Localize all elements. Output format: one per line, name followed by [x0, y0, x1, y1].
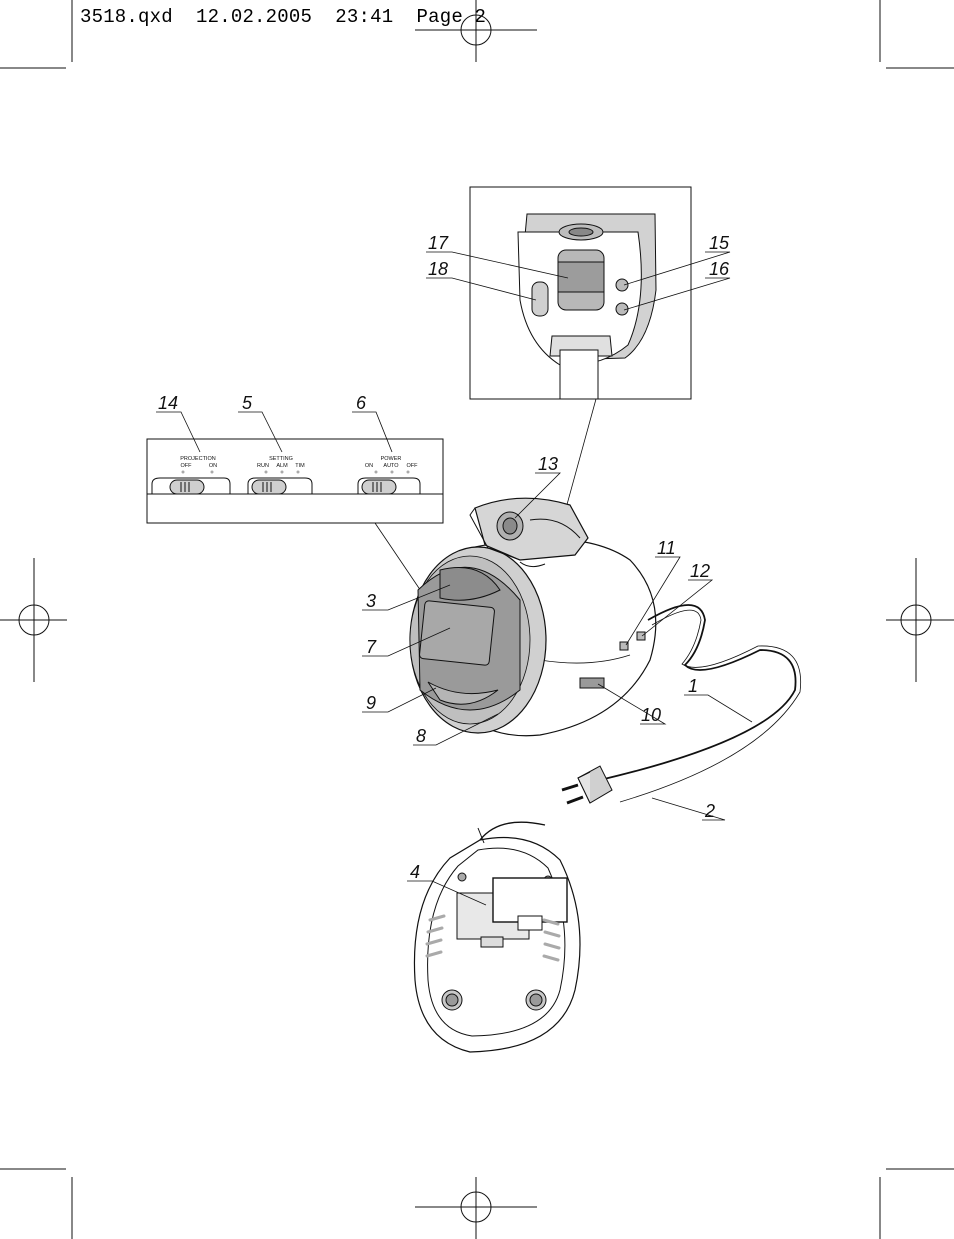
callout-1: 1 — [688, 676, 698, 696]
setting-opt-alm: ALM — [276, 463, 288, 469]
setting-switch-title: SETTING — [269, 456, 293, 462]
callout-8: 8 — [416, 726, 426, 746]
setting-opt-run: RUN — [257, 463, 269, 469]
callout-4: 4 — [410, 862, 420, 882]
projection-switch-title: PROJECTION — [180, 456, 215, 462]
callout-2: 2 — [704, 801, 715, 821]
power-cord — [599, 604, 802, 803]
callout-16: 16 — [709, 259, 730, 279]
callout-12: 12 — [690, 561, 710, 581]
registration-mark-right — [886, 558, 954, 682]
switch-panel-inset — [146, 438, 444, 524]
power-opt-on: ON — [365, 463, 373, 469]
callout-6: 6 — [356, 393, 367, 413]
print-header: 3518.qxd 12.02.2005 23:41 Page 2 — [80, 6, 486, 28]
clock-radio-body — [409, 538, 657, 737]
callout-14: 14 — [158, 393, 178, 413]
projector-head — [469, 497, 589, 568]
power-switch-title: POWER — [381, 456, 402, 462]
power-opt-off: OFF — [407, 463, 419, 469]
registration-mark-bottom — [415, 1177, 537, 1239]
callout-15: 15 — [709, 233, 730, 253]
callout-7: 7 — [366, 637, 377, 657]
callout-3: 3 — [366, 591, 376, 611]
callout-13: 13 — [538, 454, 558, 474]
registration-mark-top — [415, 0, 537, 62]
projection-opt-off: OFF — [181, 463, 193, 469]
projection-opt-on: ON — [209, 463, 217, 469]
header-time: 23:41 — [335, 6, 394, 28]
registration-mark-left — [0, 558, 67, 682]
header-page: Page 2 — [416, 6, 487, 28]
header-date: 12.02.2005 — [196, 6, 313, 28]
clock-bottom-view — [413, 821, 581, 1053]
setting-opt-tim: TIM — [295, 463, 305, 469]
callout-11: 11 — [657, 538, 676, 558]
callout-18: 18 — [428, 259, 448, 279]
power-plug — [561, 765, 613, 805]
power-opt-auto: AUTO — [383, 463, 399, 469]
callout-9: 9 — [366, 693, 376, 713]
callout-10: 10 — [641, 705, 661, 725]
callout-leaders — [156, 251, 753, 906]
projector-detail-inset — [469, 186, 692, 400]
callout-17: 17 — [428, 233, 449, 253]
callout-5: 5 — [242, 393, 253, 413]
header-file: 3518.qxd — [80, 6, 173, 28]
